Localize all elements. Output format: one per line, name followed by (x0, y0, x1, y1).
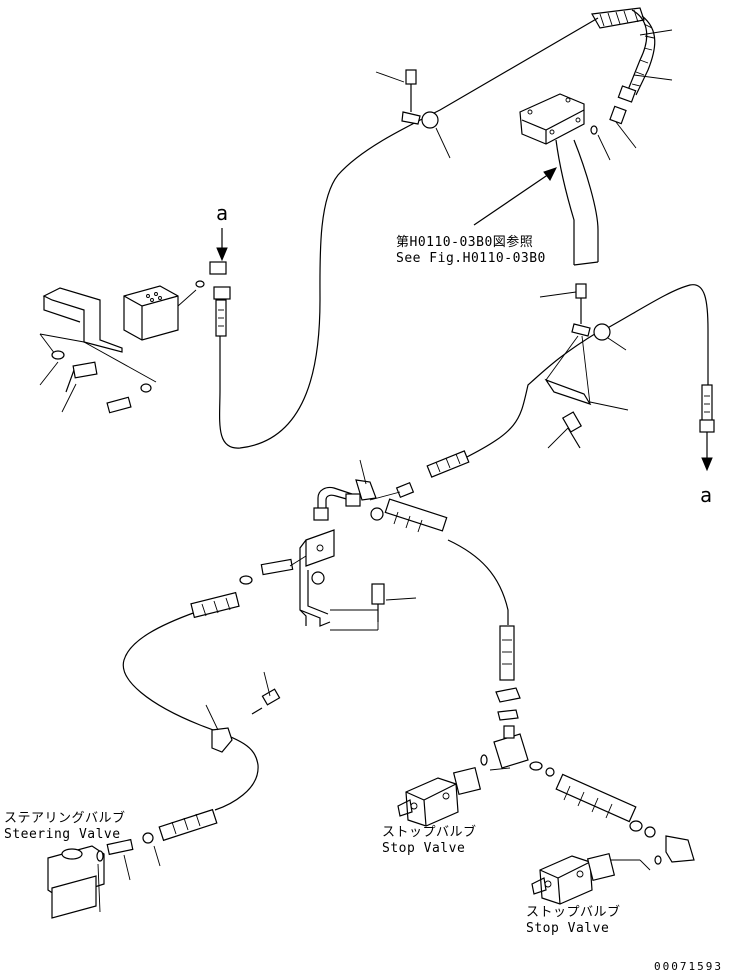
lower-left-clamp (205, 671, 281, 753)
pipe-mid-diagonal (464, 331, 599, 459)
stop-valve-1-label-jp: ストップバルブ (382, 824, 477, 840)
steering-valve-label-en: Steering Valve (4, 827, 121, 842)
callout-a-right: a (699, 384, 715, 507)
drawing-number: 00071593 (654, 960, 723, 973)
stop-valve-1-label-en: Stop Valve (382, 841, 465, 856)
armored-hose (591, 7, 673, 125)
center-bracket (190, 529, 417, 631)
left-bracket-assembly (39, 280, 205, 414)
top-clamp (375, 69, 451, 159)
pipe-upper-left-loop (218, 17, 599, 449)
stop-valve-2 (531, 852, 616, 905)
svg-text:a: a (700, 483, 712, 507)
steering-valve (47, 808, 218, 919)
stop-valve-1 (397, 766, 482, 827)
ref-figure-en: See Fig.H0110-03B0 (396, 251, 546, 266)
steering-valve-label-jp: ステアリングバルブ (4, 810, 126, 826)
stop-valve-2-label-jp: ストップバルブ (526, 904, 621, 920)
center-fittings (313, 450, 470, 533)
ref-figure-jp: 第H0110-03B0図参照 (396, 234, 533, 250)
stop-valve-2-label-en: Stop Valve (526, 921, 609, 936)
gauge-block (473, 93, 637, 266)
pipe-lower-right (447, 539, 509, 625)
hose-lines (122, 17, 709, 811)
right-clamp-assembly (539, 283, 629, 449)
pipe-left-loop (122, 611, 259, 811)
callout-a-top: a (209, 201, 231, 337)
svg-text:a: a (216, 201, 228, 225)
pipe-right-loop (603, 284, 709, 385)
lower-right-fittings (480, 625, 695, 871)
